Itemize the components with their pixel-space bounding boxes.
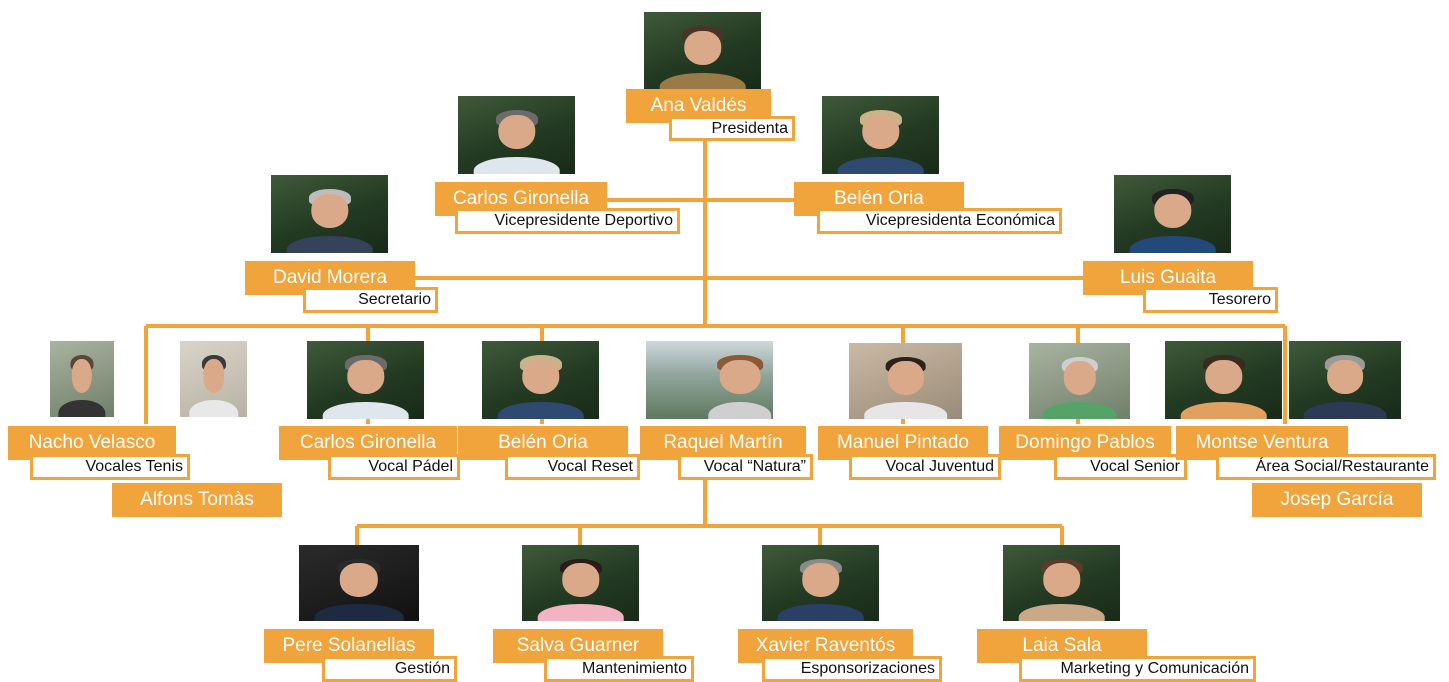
photo-montse-ventura xyxy=(1165,341,1282,419)
photo-salva-guarner xyxy=(522,545,639,621)
role-montse-ventura: Área Social/Restaurante xyxy=(1216,454,1436,480)
photo-pere-solanellas xyxy=(299,545,419,621)
photo-raquel-martin xyxy=(646,341,773,419)
role-laia-sala: Marketing y Comunicación xyxy=(1019,656,1256,682)
photo-domingo-pablos xyxy=(1029,343,1130,419)
photo-carlos-gironella xyxy=(458,96,575,174)
role-raquel-martin: Vocal “Natura” xyxy=(678,454,813,480)
photo-luis-guaita xyxy=(1114,175,1231,253)
role-pere-solanellas: Gestión xyxy=(322,656,457,682)
role-belen-oria-vocal: Vocal Reset xyxy=(505,454,640,480)
role-belen-oria: Vicepresidenta Económica xyxy=(817,208,1062,234)
photo-josep-garcia xyxy=(1289,341,1401,419)
photo-nacho-velasco xyxy=(50,341,114,417)
role-carlos-gironella-vocal: Vocal Pádel xyxy=(328,454,460,480)
photo-ana-valdes xyxy=(644,12,761,90)
role-carlos-gironella: Vicepresidente Deportivo xyxy=(455,208,680,234)
name-josep-garcia: Josep García xyxy=(1252,483,1422,517)
role-manuel-pintado: Vocal Juventud xyxy=(849,454,1001,480)
photo-laia-sala xyxy=(1003,545,1120,621)
role-domingo-pablos: Vocal Senior xyxy=(1054,454,1187,480)
photo-belen-oria-vocal xyxy=(482,341,599,419)
role-luis-guaita: Tesorero xyxy=(1143,287,1278,313)
role-ana-valdes: Presidenta xyxy=(669,116,795,141)
photo-xavier-raventos xyxy=(762,545,879,621)
role-david-morera: Secretario xyxy=(303,287,438,313)
photo-david-morera xyxy=(271,175,388,253)
role-salva-guarner: Mantenimiento xyxy=(544,656,694,682)
photo-belen-oria xyxy=(822,96,939,174)
photo-carlos-gironella-vocal xyxy=(307,341,424,419)
role-nacho-velasco: Vocales Tenis xyxy=(30,454,190,480)
name-alfons-tomas: Alfons Tomàs xyxy=(112,483,282,517)
photo-manuel-pintado xyxy=(849,343,962,419)
photo-alfons-tomas xyxy=(180,341,247,417)
role-xavier-raventos: Esponsorizaciones xyxy=(762,656,942,682)
